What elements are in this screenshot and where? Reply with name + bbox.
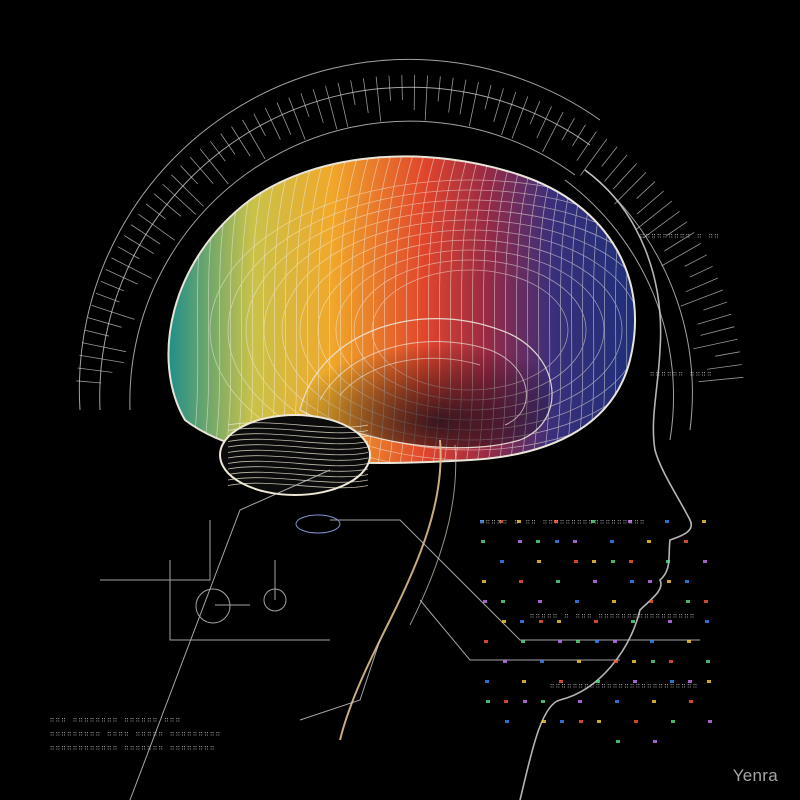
data-readout: ∷∷∷∷∷ ∷ ∷∷ ∷∷∷∷∷∷∷∷∷∷∷∷∷∷∷∷∷∷ <box>480 518 646 526</box>
circuit-lines <box>100 469 700 800</box>
watermark-logo: Yenra <box>732 766 778 785</box>
data-readout: ∷∷∷∷∷∷ ∷∷∷∷ <box>650 370 713 378</box>
ruler-ticks <box>76 75 744 384</box>
data-readout: ∷∷∷∷∷ ∷ ∷∷∷ ∷∷∷∷∷∷∷∷∷∷∷∷∷∷∷∷∷ <box>530 612 696 620</box>
brain-illustration <box>167 155 637 741</box>
data-points <box>480 520 712 743</box>
data-readout: ∷∷∷∷∷∷∷∷∷ ∷∷∷∷ ∷∷∷∷∷ ∷∷∷∷∷∷∷∷∷ <box>50 730 222 738</box>
data-readout: ∷∷∷∷∷∷∷∷∷∷∷∷∷∷∷∷∷∷∷∷∷∷∷∷∷∷ <box>550 682 699 690</box>
head-silhouette <box>519 169 692 800</box>
data-readout: ∷∷∷∷∷∷∷∷∷ ∷ ∷∷ <box>640 232 721 240</box>
data-readout: ∷∷∷ ∷∷∷∷∷∷∷∷ ∷∷∷∷∷∷ ∷∷∷ <box>50 716 182 724</box>
data-readout: ∷∷∷∷∷∷∷∷∷∷∷∷ ∷∷∷∷∷∷∷ ∷∷∷∷∷∷∷∷ <box>50 744 216 752</box>
